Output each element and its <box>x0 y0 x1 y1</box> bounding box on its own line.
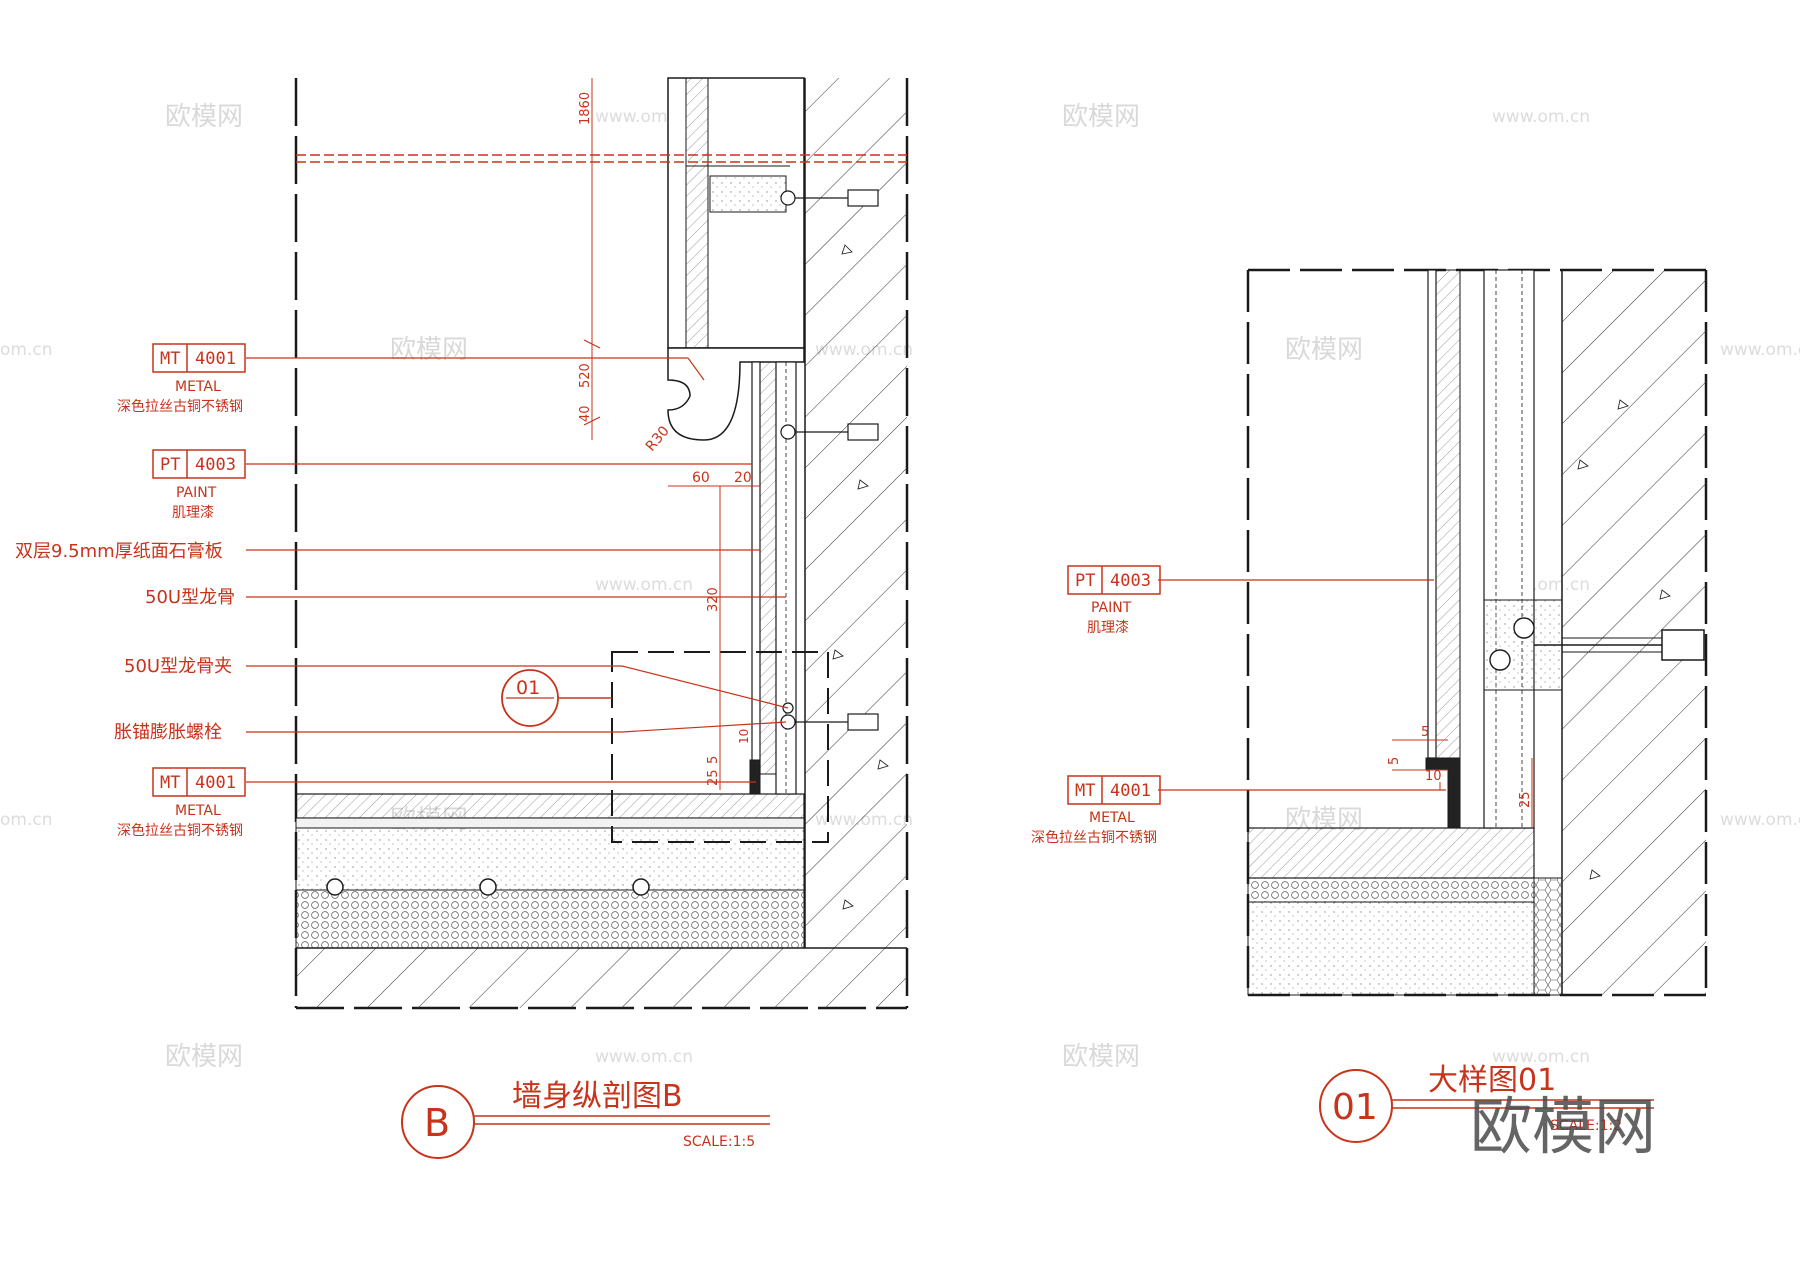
tag-code: PT <box>160 455 180 475</box>
gypsum-board <box>1427 269 1437 759</box>
tag-code: MT <box>160 773 180 793</box>
u-stud <box>1483 269 1535 829</box>
watermark-url: www.om.cn <box>1492 1047 1590 1067</box>
metal-trim-profile <box>667 347 805 441</box>
dim-r30: R30 <box>643 423 673 454</box>
tag-material-cn: 肌理漆 <box>1087 620 1129 636</box>
watermark-url: www.om.cn <box>595 1047 693 1067</box>
watermark-text: 欧模网 <box>1062 1042 1140 1072</box>
dim-5: 5 <box>1421 725 1429 740</box>
watermark-text: 欧模网 <box>1062 102 1140 132</box>
material-tag-mt4001-top: MT 4001 METAL 深色拉丝古铜不锈钢 <box>117 343 246 415</box>
skirting-metal <box>749 759 761 795</box>
material-tag-mt4001: MT 4001 METAL 深色拉丝古铜不锈钢 <box>1031 775 1161 846</box>
detail-01-annotations <box>1158 579 1533 828</box>
watermark-url: om.cn <box>0 340 53 360</box>
title-number: 01 <box>1332 1087 1378 1128</box>
title-scale: SCALE:1:2 <box>1550 1118 1622 1134</box>
title-name: 大样图01 <box>1428 1063 1556 1098</box>
tag-number: 4001 <box>1110 781 1151 801</box>
dim-40: 40 <box>578 405 593 422</box>
section-b-annotations <box>246 78 907 790</box>
tag-material-en: METAL <box>175 379 221 395</box>
expansion-bolts <box>780 189 879 731</box>
tag-code: MT <box>160 349 180 369</box>
tag-code: MT <box>1075 781 1095 801</box>
watermark-url: om.cn <box>0 810 53 830</box>
screed-layer <box>1247 877 1535 903</box>
title-block-01: 01 大样图01 SCALE:1:2 <box>1319 1063 1654 1143</box>
tag-material-cn: 深色拉丝古铜不锈钢 <box>117 398 243 415</box>
gypsum-board <box>751 361 761 775</box>
screed-layer <box>295 827 805 891</box>
watermark-url: www.om.cn <box>1492 107 1590 127</box>
tag-number: 4001 <box>195 349 236 369</box>
watermark-url: www.om.cn <box>595 575 693 595</box>
bolt-head <box>1489 649 1511 671</box>
detail-01-labels: 5 5 10 25 PT 4003 PAINT 肌理漆 MT 4001 META… <box>1031 565 1656 1163</box>
slab <box>1247 901 1535 996</box>
material-tag-mt4001-bottom: MT 4001 METAL 深色拉丝古铜不锈钢 <box>117 767 246 839</box>
watermark-text: 欧模网 <box>165 102 243 132</box>
concrete-wall <box>805 78 907 948</box>
title-scale: SCALE:1:5 <box>683 1134 755 1150</box>
heating-pipes <box>326 878 650 896</box>
dim-520: 520 <box>578 363 593 388</box>
title-name: 墙身纵剖图B <box>512 1079 683 1114</box>
wall-insulation <box>1533 877 1563 996</box>
note-u-stud: 50U型龙骨 <box>145 587 235 608</box>
detail-01 <box>1246 268 1708 997</box>
tag-code: PT <box>1075 571 1095 591</box>
dim-1860: 1860 <box>578 92 593 125</box>
tag-number: 4001 <box>195 773 236 793</box>
dim-5: 5 <box>706 756 721 764</box>
dim-10: 10 <box>1425 769 1442 784</box>
section-b <box>294 77 909 1010</box>
watermark-url: www.om.cn <box>1720 810 1800 830</box>
tag-material-en: PAINT <box>1091 600 1132 616</box>
title-block-b: B 墙身纵剖图B SCALE:1:5 <box>401 1079 770 1159</box>
dim-20: 20 <box>734 470 752 486</box>
section-b-labels: 1860 520 40 R30 60 20 320 25 5 10 MT 400… <box>15 92 770 1159</box>
title-letter: B <box>424 1101 450 1145</box>
tag-material-en: METAL <box>1089 810 1135 826</box>
heating-layer <box>295 889 805 949</box>
material-tag-pt4003: PT 4003 PAINT 肌理漆 <box>152 449 246 521</box>
dim-25: 25 <box>706 769 721 786</box>
note-stud-clip: 50U型龙骨夹 <box>124 656 232 677</box>
watermark-url: www.om.cn <box>1720 340 1800 360</box>
tag-material-en: METAL <box>175 803 221 819</box>
detail-marker-number: 01 <box>516 677 540 699</box>
tag-material-cn: 肌理漆 <box>172 505 214 521</box>
floor-finish <box>295 793 805 819</box>
tag-number: 4003 <box>1110 571 1151 591</box>
watermark-text: 欧模网 <box>165 1042 243 1072</box>
expansion-bolt <box>1534 629 1705 661</box>
tag-material-cn: 深色拉丝古铜不锈钢 <box>1031 829 1157 846</box>
dim-320: 320 <box>706 587 721 612</box>
tag-material-cn: 深色拉丝古铜不锈钢 <box>117 822 243 839</box>
dim-5: 5 <box>1387 757 1402 765</box>
watermark-text: 欧模网 <box>1285 335 1363 365</box>
note-gypsum-board: 双层9.5mm厚纸面石膏板 <box>15 540 223 562</box>
note-expansion-bolt: 胀锚膨胀螺栓 <box>114 722 222 743</box>
material-tag-pt4003: PT 4003 PAINT 肌理漆 <box>1067 565 1161 636</box>
tag-number: 4003 <box>195 455 236 475</box>
bolt-head <box>1513 617 1535 639</box>
dim-25: 25 <box>1518 791 1533 808</box>
metal-channel <box>709 175 787 213</box>
watermark-large: 欧模网 <box>1470 1090 1656 1163</box>
floor-finish <box>1247 827 1535 879</box>
dim-10: 10 <box>737 729 751 744</box>
floor-slab <box>296 948 907 1008</box>
detail-callout-box <box>611 651 829 843</box>
dim-60: 60 <box>692 470 710 486</box>
watermark-text: 欧模网 <box>390 335 468 365</box>
tag-material-en: PAINT <box>176 485 217 501</box>
